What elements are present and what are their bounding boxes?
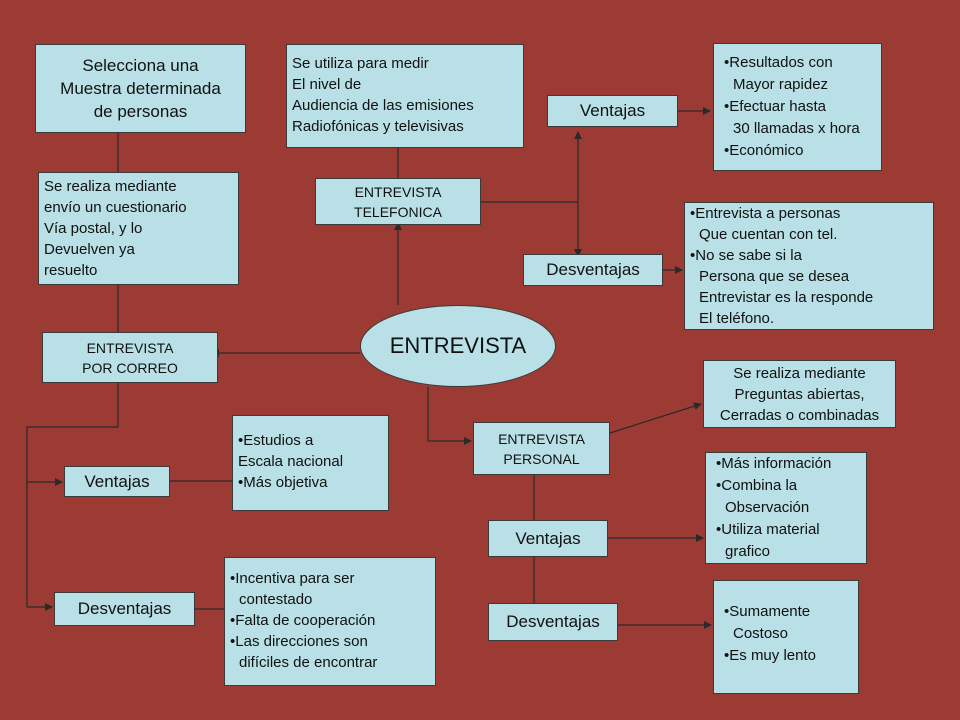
personal-desventajas-item: Es muy lento (724, 645, 853, 667)
personal-desventajas-item: Sumamente (724, 601, 853, 623)
telefonica-desc-box: Se utiliza para medir El nivel de Audien… (286, 44, 524, 148)
correo-desc-line: Vía postal, y lo (44, 220, 143, 237)
correo-intro-line: Selecciona una (82, 56, 199, 75)
telefonica-title-line: TELEFONICA (354, 203, 442, 220)
correo-desventajas-item: Las direcciones son (230, 631, 430, 652)
correo-desventajas-item: Falta de cooperación (230, 610, 430, 631)
arrow-center-to-personal (427, 387, 472, 445)
telefonica-desventajas-item: Persona que se desea (699, 268, 850, 285)
telefonica-desventajas-item: El teléfono. (699, 310, 775, 327)
telefonica-ventajas-item: Económico (724, 140, 876, 162)
telefonica-ventajas-item: Efectuar hasta (724, 96, 876, 118)
telefonica-desc-line: Audiencia de las emisiones (292, 97, 474, 114)
correo-desventajas-label: Desventajas (54, 592, 195, 626)
personal-title-line: ENTREVISTA (498, 430, 585, 447)
telefonica-desc-line: El nivel de (292, 76, 362, 93)
personal-desventajas-list: Sumamente Costoso Es muy lento (713, 580, 859, 694)
personal-ventajas-item: Combina la (716, 475, 861, 497)
personal-title-box: ENTREVISTA PERSONAL (473, 422, 610, 475)
correo-desc-line: Devuelven ya (44, 241, 135, 258)
telefonica-desventajas-item: Entrevistar es la responde (699, 289, 874, 306)
correo-intro-box: Selecciona una Muestra determinada de pe… (35, 44, 246, 133)
personal-title-line: PERSONAL (503, 450, 580, 467)
personal-ventajas-list: Más información Combina la Observación U… (705, 452, 867, 564)
correo-intro-line: Muestra determinada (60, 79, 221, 98)
correo-ventajas-label: Ventajas (64, 466, 170, 497)
correo-title-line: ENTREVISTA (86, 339, 174, 356)
correo-desventajas-item: difíciles de encontrar (239, 654, 378, 671)
personal-desventajas-label: Desventajas (488, 603, 618, 641)
personal-desc-box: Se realiza mediante Preguntas abiertas, … (703, 360, 896, 428)
correo-ventajas-item: Escala nacional (238, 453, 344, 470)
telefonica-desventajas-list: Entrevista a personas Que cuentan con te… (684, 202, 934, 330)
telefonica-desc-line: Se utiliza para medir (292, 55, 429, 72)
personal-desc-line: Cerradas o combinadas (719, 406, 880, 424)
line-correo-down (26, 383, 119, 607)
correo-ventajas-item: Estudios a (238, 430, 383, 451)
correo-intro-line: de personas (93, 102, 188, 121)
correo-ventajas-item: Más objetiva (238, 472, 383, 493)
arrow-personal-to-desc (609, 402, 702, 434)
correo-title-line: POR CORREO (82, 359, 178, 376)
telefonica-ventajas-item: Resultados con (724, 52, 876, 74)
correo-desventajas-list: Incentiva para ser contestado Falta de c… (224, 557, 436, 686)
correo-desc-line: envío un cuestionario (44, 199, 187, 216)
personal-desc-line: Preguntas abiertas, (734, 385, 865, 403)
telefonica-ventajas-list: Resultados con Mayor rapidez Efectuar ha… (713, 43, 882, 171)
telefonica-desventajas-item: Entrevista a personas (690, 203, 928, 224)
correo-desventajas-item: Incentiva para ser (230, 568, 430, 589)
correo-title-box: ENTREVISTA POR CORREO (42, 332, 218, 383)
telefonica-desc-line: Radiofónicas y televisivas (292, 118, 464, 135)
telefonica-desventajas-label: Desventajas (523, 254, 663, 286)
personal-desc-line: Se realiza mediante (733, 364, 866, 382)
telefonica-desventajas-item: No se sabe si la (690, 245, 928, 266)
personal-ventajas-item: Observación (725, 499, 810, 516)
correo-desc-box: Se realiza mediante envío un cuestionari… (38, 172, 239, 285)
telefonica-desventajas-item: Que cuentan con tel. (699, 226, 838, 243)
personal-ventajas-item: grafico (725, 543, 771, 560)
personal-desventajas-item: Costoso (733, 625, 789, 642)
personal-ventajas-label: Ventajas (488, 520, 608, 557)
personal-ventajas-item: Más información (716, 453, 861, 475)
telefonica-title-line: ENTREVISTA (354, 183, 442, 200)
telefonica-ventajas-item: 30 llamadas x hora (733, 120, 860, 137)
correo-ventajas-list: Estudios a Escala nacional Más objetiva (232, 415, 389, 511)
correo-desc-line: Se realiza mediante (44, 178, 177, 195)
telefonica-ventajas-label: Ventajas (547, 95, 678, 127)
correo-desventajas-item: contestado (239, 591, 313, 608)
personal-ventajas-item: Utiliza material (716, 519, 861, 541)
telefonica-ventajas-item: Mayor rapidez (733, 76, 829, 93)
correo-desc-line: resuelto (44, 262, 98, 279)
center-node-entrevista: ENTREVISTA (360, 305, 556, 387)
telefonica-title-box: ENTREVISTA TELEFONICA (315, 178, 481, 225)
